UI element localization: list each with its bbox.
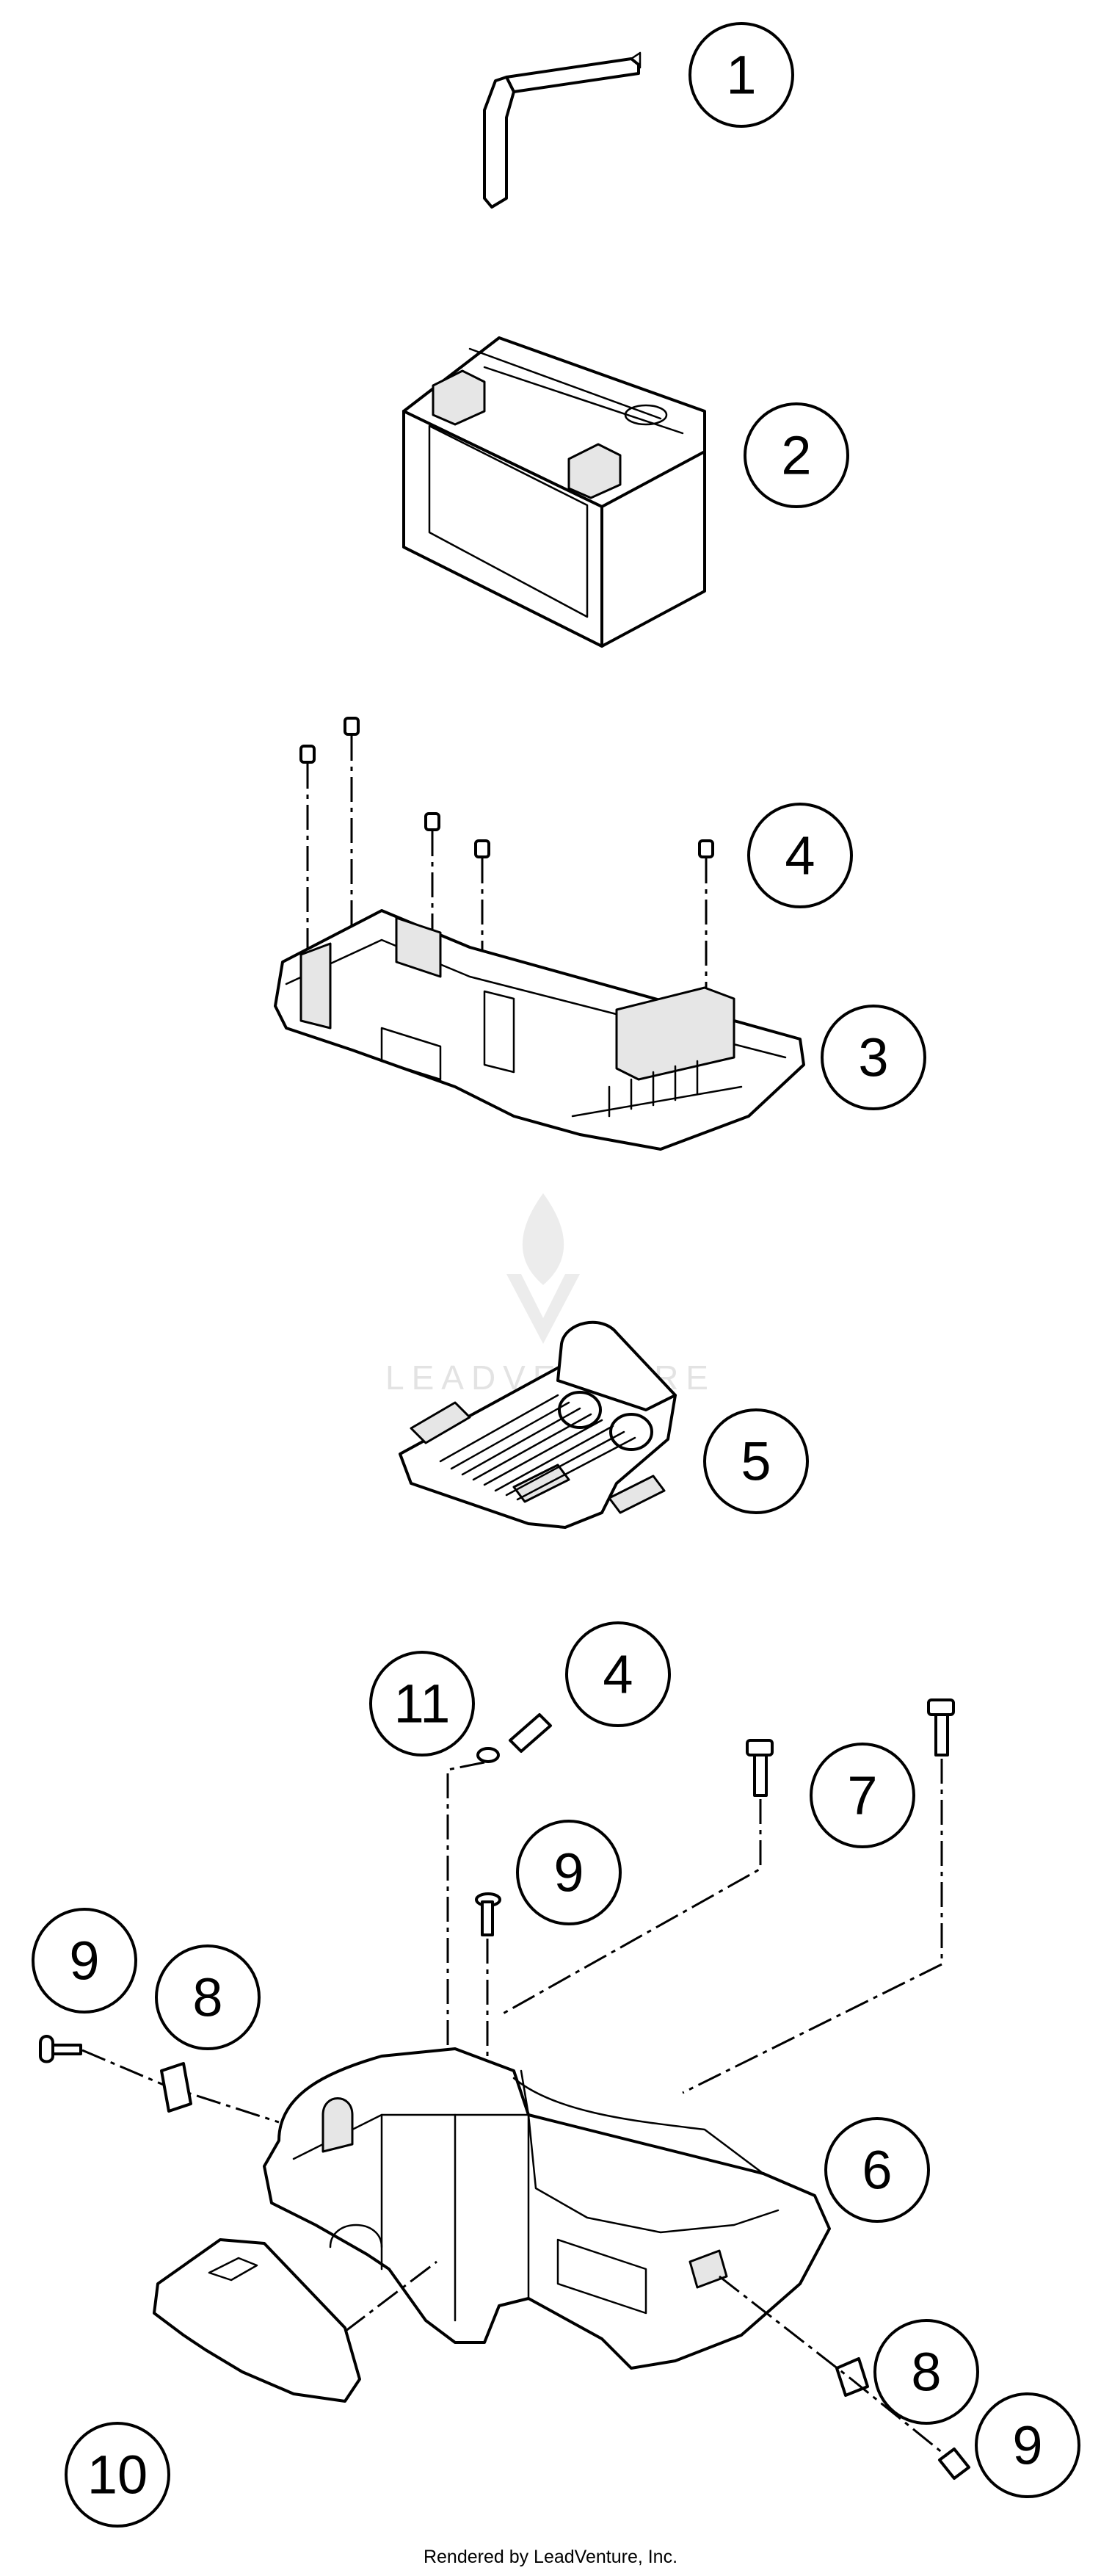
svg-text:4: 4 [785,825,815,886]
callout-7: 7 [810,1743,915,1848]
part-7-bolts[interactable] [498,1698,955,2094]
svg-text:10: 10 [87,2445,148,2506]
callout-10: 10 [65,2422,170,2528]
svg-text:4: 4 [603,1644,633,1705]
callout-1: 1 [688,22,794,128]
svg-text:9: 9 [69,1931,99,1991]
part-5-voltage-regulator[interactable] [399,1320,677,1529]
callout-3: 3 [821,1005,926,1110]
svg-text:1: 1 [726,45,756,106]
part-9-screw-left[interactable] [39,2035,280,2124]
svg-text:9: 9 [1012,2415,1042,2476]
svg-text:7: 7 [847,1765,877,1826]
svg-text:8: 8 [192,1967,222,2028]
part-2-battery[interactable] [402,336,706,648]
callout-8-right: 8 [873,2319,979,2425]
part-8-clip-nut-left[interactable] [160,2062,192,2113]
part-11-washer[interactable] [476,1747,500,1763]
callout-4-upper: 4 [747,803,853,908]
svg-text:5: 5 [741,1431,771,1492]
part-3-battery-tray[interactable] [274,909,805,1151]
callout-11: 11 [369,1651,475,1756]
callout-8-left: 8 [155,1944,261,2050]
svg-text:8: 8 [911,2342,941,2403]
callout-4-lower: 4 [565,1621,671,1727]
svg-text:2: 2 [781,425,811,486]
footer-credit: Rendered by LeadVenture, Inc. [424,2547,677,2567]
svg-text:9: 9 [553,1842,584,1903]
svg-text:6: 6 [862,2140,892,2201]
callout-9-right: 9 [975,2392,1080,2498]
part-4-screw-lower[interactable] [446,1713,552,2144]
svg-text:11: 11 [394,1674,451,1734]
watermark-flame-icon [522,1193,564,1285]
callout-2: 2 [744,402,849,508]
callout-9-left: 9 [32,1908,137,2014]
watermark-v-icon [506,1274,580,1344]
callout-6: 6 [824,2117,930,2223]
part-1-battery-bracket[interactable] [483,51,642,209]
part-6-battery-box[interactable] [263,2047,831,2370]
svg-text:3: 3 [858,1027,888,1088]
watermark: LEADVENTURE [385,1193,708,1397]
callout-5: 5 [703,1408,809,1514]
callout-9-center: 9 [516,1820,622,1925]
part-10-cover[interactable] [153,2238,437,2403]
part-9-screw-right[interactable] [719,2275,970,2480]
